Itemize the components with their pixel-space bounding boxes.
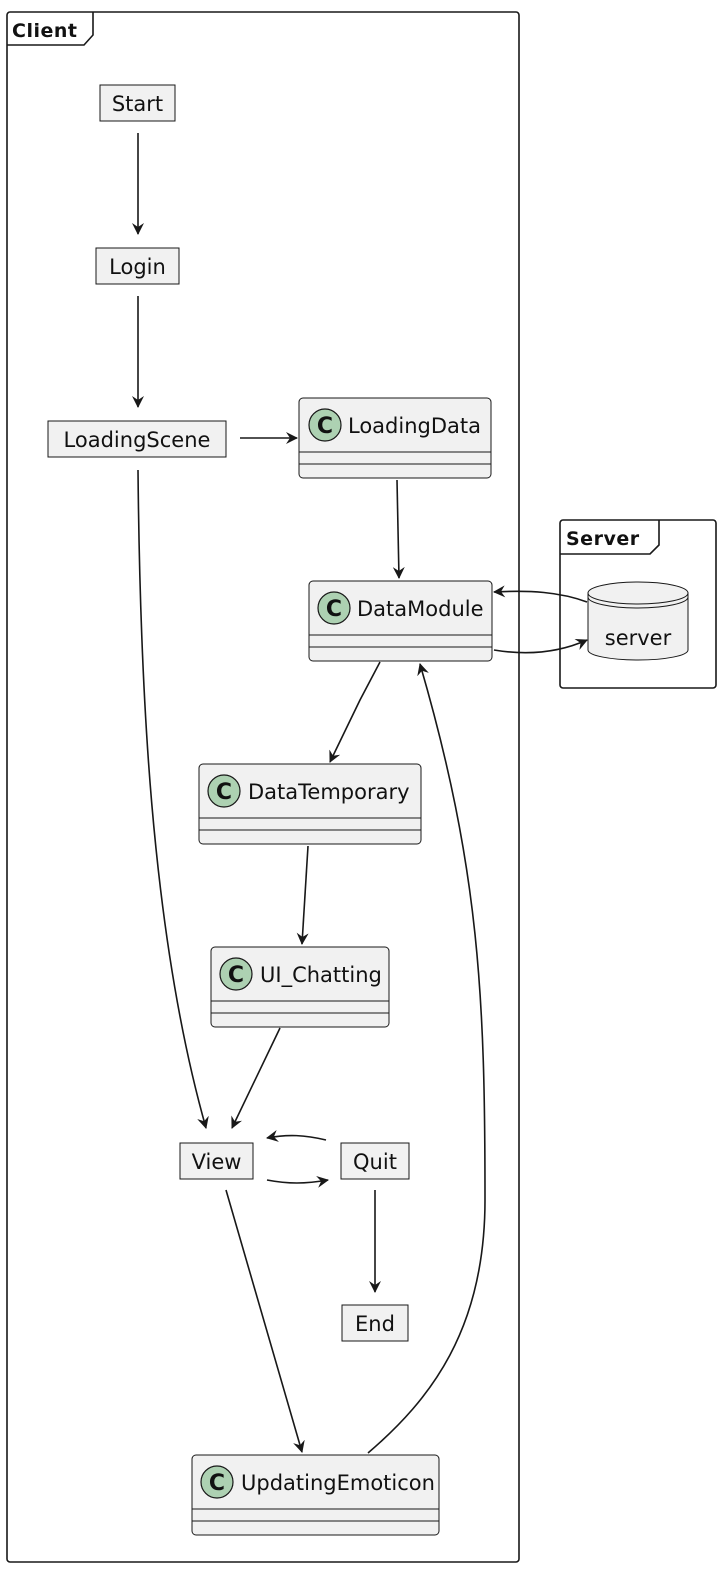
class-icon-letter: C bbox=[326, 597, 342, 622]
edge-view-updatingemoticon bbox=[225, 1189, 305, 1453]
node-start-label: Start bbox=[112, 92, 163, 116]
edge-datamodule-server bbox=[493, 638, 588, 654]
node-quit-label: Quit bbox=[353, 1150, 397, 1174]
node-login[interactable]: Login bbox=[95, 247, 180, 285]
class-uichatting-label: UI_Chatting bbox=[260, 963, 382, 988]
class-icon bbox=[219, 957, 253, 991]
class-updatingemoticon[interactable]: C UpdatingEmoticon bbox=[191, 1454, 440, 1536]
node-view-label: View bbox=[192, 1150, 242, 1174]
class-icon bbox=[207, 774, 241, 808]
edge-uichatting-view bbox=[231, 1027, 281, 1129]
node-end-label: End bbox=[355, 1312, 395, 1336]
node-login-label: Login bbox=[109, 255, 166, 279]
class-icon-letter: C bbox=[228, 963, 244, 988]
class-loadingdata-label: LoadingData bbox=[348, 414, 481, 438]
class-datamodule[interactable]: C DataModule bbox=[308, 580, 493, 662]
class-icon-letter: C bbox=[216, 780, 232, 805]
database-icon bbox=[587, 581, 689, 605]
edge-loadingscene-view bbox=[137, 469, 209, 1129]
client-frame-title: Client bbox=[12, 20, 77, 42]
class-datatemporary[interactable]: C DataTemporary bbox=[198, 763, 422, 845]
edge-updatingemoticon-datamodule bbox=[367, 663, 486, 1454]
class-icon-letter: C bbox=[317, 414, 333, 439]
edge-server-datamodule bbox=[493, 585, 588, 603]
edges bbox=[132, 133, 588, 1454]
class-datatemporary-label: DataTemporary bbox=[248, 780, 410, 804]
edge-loadingdata-datamodule bbox=[392, 479, 405, 579]
class-uichatting[interactable]: C UI_Chatting bbox=[210, 946, 390, 1028]
client-frame: Client bbox=[6, 11, 520, 1563]
database-server-label: server bbox=[605, 626, 672, 650]
node-loadingscene-label: LoadingScene bbox=[64, 428, 211, 452]
server-frame: Server bbox=[559, 519, 717, 689]
class-icon-letter: C bbox=[209, 1471, 225, 1496]
database-server[interactable]: server bbox=[587, 581, 689, 661]
class-datamodule-label: DataModule bbox=[357, 597, 484, 621]
class-icon bbox=[308, 408, 342, 442]
edge-view-quit bbox=[266, 1175, 329, 1188]
edge-datamodule-datatemporary bbox=[329, 661, 381, 763]
class-icon bbox=[317, 591, 351, 625]
class-loadingdata[interactable]: C LoadingData bbox=[298, 397, 492, 479]
edge-datatemporary-uichatting bbox=[296, 845, 309, 945]
node-loadingscene[interactable]: LoadingScene bbox=[47, 420, 227, 458]
node-view[interactable]: View bbox=[179, 1142, 254, 1180]
node-start[interactable]: Start bbox=[99, 84, 176, 122]
class-updatingemoticon-label: UpdatingEmoticon bbox=[241, 1471, 435, 1495]
class-icon bbox=[200, 1465, 234, 1499]
edge-quit-view bbox=[266, 1130, 327, 1142]
node-quit[interactable]: Quit bbox=[340, 1142, 410, 1180]
node-end[interactable]: End bbox=[341, 1304, 409, 1342]
server-frame-title: Server bbox=[566, 528, 640, 550]
